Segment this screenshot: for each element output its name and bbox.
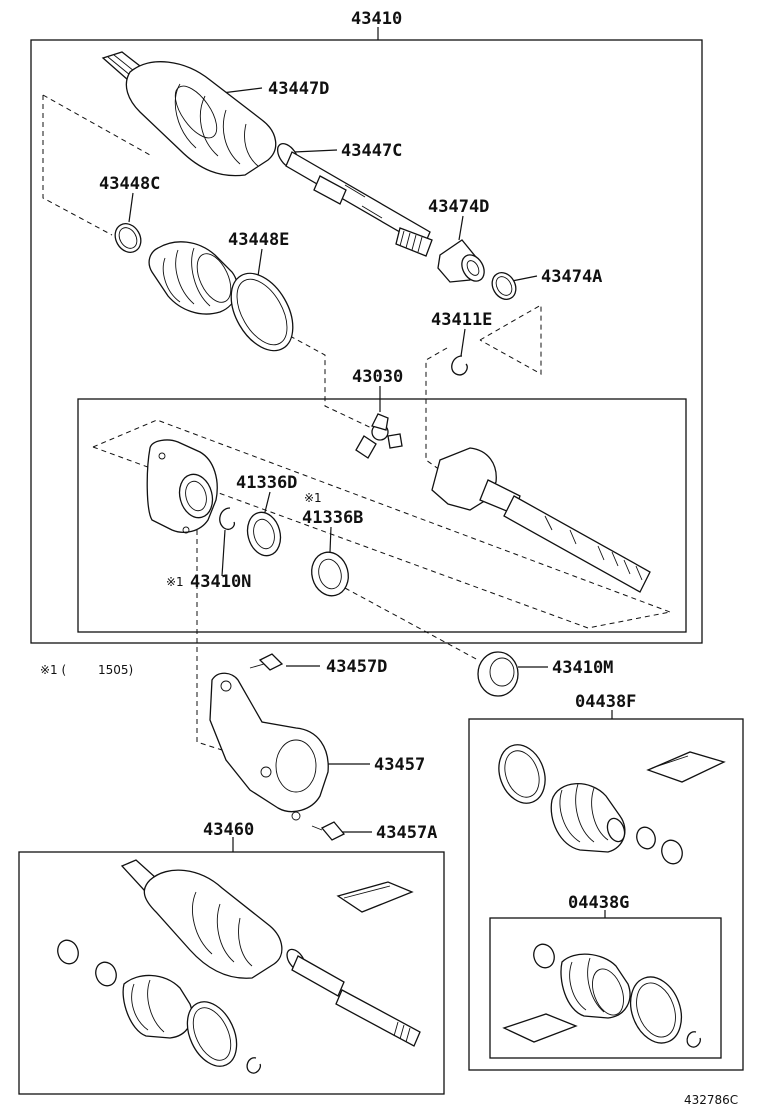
seal-41336D xyxy=(246,511,282,557)
note-mark: ※1 ( xyxy=(40,663,66,677)
label-43448E: 43448E xyxy=(228,230,289,250)
figure-code: 432786C xyxy=(684,1093,738,1107)
seal-41336B xyxy=(311,551,349,597)
drive-shaft-43410 xyxy=(101,51,433,257)
label-43474A: 43474A xyxy=(541,267,602,287)
label-43460: 43460 xyxy=(203,820,254,840)
note-text: 1505) xyxy=(98,663,133,677)
label-mark1-a: ※1 xyxy=(304,491,322,505)
label-43447C: 43447C xyxy=(341,141,402,161)
bearing-43410M xyxy=(477,651,519,697)
label-43457D: 43457D xyxy=(326,657,387,677)
label-41336D: 41336D xyxy=(236,473,297,493)
inner-joint-shaft xyxy=(431,447,651,593)
boot-kit-04438G xyxy=(502,943,702,1048)
boot-kit-04438F xyxy=(498,744,726,865)
bracket-43457 xyxy=(209,672,329,821)
label-43474D: 43474D xyxy=(428,197,489,217)
frame-43030 xyxy=(77,398,687,633)
label-43448C: 43448C xyxy=(99,174,160,194)
label-43457A: 43457A xyxy=(376,823,437,843)
label-04438F: 04438F xyxy=(575,692,636,712)
label-41336B: 41336B xyxy=(302,508,363,528)
clamp-43448C xyxy=(114,223,142,253)
label-mark1-b: ※1 xyxy=(166,575,184,589)
label-43410N: 43410N xyxy=(190,572,251,592)
damper-43474D xyxy=(437,239,485,283)
bolt-43457A xyxy=(311,821,346,841)
drive-shaft-43460 xyxy=(57,859,421,1074)
label-43030: 43030 xyxy=(352,367,403,387)
tripod-43030 xyxy=(355,413,403,459)
bolt-43457D xyxy=(249,653,284,671)
frame-43460 xyxy=(18,851,445,1095)
label-43410M: 43410M xyxy=(552,658,613,678)
label-43447D: 43447D xyxy=(268,79,329,99)
label-04438G: 04438G xyxy=(568,893,629,913)
snap-ring-43411E xyxy=(451,355,468,376)
frame-43410 xyxy=(30,39,703,644)
clamp-43474A xyxy=(491,272,517,300)
boot-43448E xyxy=(148,241,294,352)
label-43411E: 43411E xyxy=(431,310,492,330)
bearing-housing-43410N xyxy=(146,439,236,534)
frame-04438F xyxy=(468,718,744,1071)
label-43457: 43457 xyxy=(374,755,425,775)
label-43410: 43410 xyxy=(351,9,402,29)
